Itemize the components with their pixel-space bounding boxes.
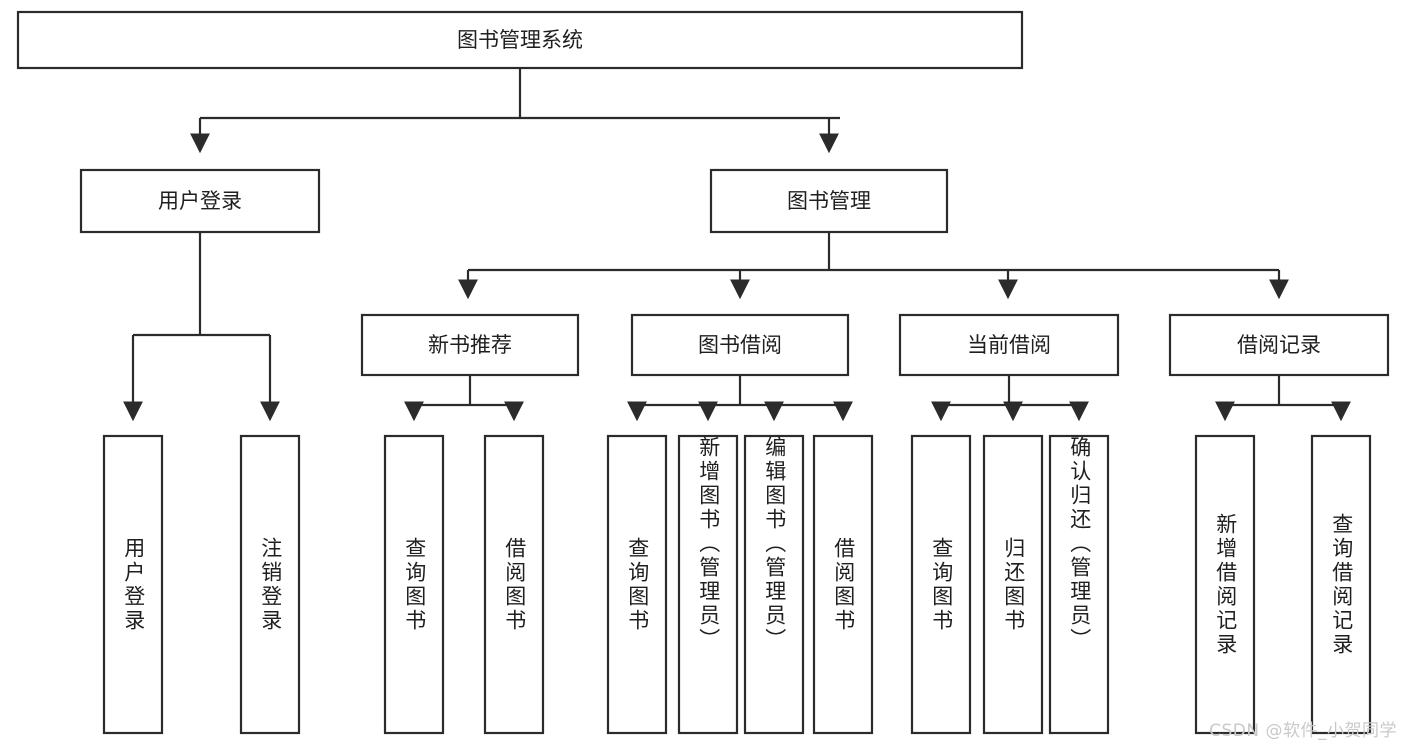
leaf-box-query-book-recommend[interactable] — [383, 434, 445, 735]
node-new-book-recommend-label: 新书推荐 — [428, 333, 512, 357]
connector-book-borrow-to-leaves — [627, 375, 853, 422]
connector-current-borrow-to-leaves — [931, 375, 1089, 422]
node-borrow-record-label: 借阅记录 — [1237, 333, 1321, 357]
node-book-borrow-label: 图书借阅 — [698, 333, 782, 357]
leaf-box-user-login[interactable] — [102, 434, 164, 735]
connector-user-login-to-leaves — [123, 232, 280, 422]
leaf-box-query-borrow-record[interactable] — [1310, 434, 1372, 735]
leaf-box-add-borrow-record[interactable] — [1194, 434, 1256, 735]
leaf-box-logout-login[interactable] — [239, 434, 301, 735]
node-current-borrow-label: 当前借阅 — [967, 333, 1051, 357]
watermark-text: CSDN @软件_小贺同学 — [1209, 721, 1397, 741]
leaf-box-return-book[interactable] — [982, 434, 1044, 735]
leaf-box-confirm-return-admin[interactable] — [1048, 434, 1110, 735]
node-book-management[interactable]: 图书管理 — [709, 168, 949, 234]
node-book-management-label: 图书管理 — [787, 189, 871, 213]
node-root-system[interactable]: 图书管理系统 — [16, 10, 1024, 70]
leaf-box-borrow-book[interactable] — [812, 434, 874, 735]
node-root-system-label: 图书管理系统 — [457, 28, 583, 52]
connector-book-mgmt-to-level3 — [458, 232, 1289, 300]
leaf-box-add-book-admin[interactable] — [677, 434, 739, 735]
node-current-borrow[interactable]: 当前借阅 — [898, 313, 1120, 377]
node-new-book-recommend[interactable]: 新书推荐 — [360, 313, 580, 377]
leaf-boxes — [102, 434, 1372, 735]
leaf-box-edit-book-admin[interactable] — [743, 434, 805, 735]
connector-root-to-level2 — [190, 68, 840, 154]
leaf-box-query-book-borrow[interactable] — [606, 434, 668, 735]
leaf-box-query-book-current[interactable] — [910, 434, 972, 735]
node-borrow-record[interactable]: 借阅记录 — [1168, 313, 1390, 377]
leaf-box-borrow-book-recommend[interactable] — [483, 434, 545, 735]
connector-new-book-recommend-to-leaves — [404, 375, 524, 422]
connector-borrow-record-to-leaves — [1215, 375, 1351, 422]
node-user-login[interactable]: 用户登录 — [79, 168, 321, 234]
node-user-login-label: 用户登录 — [158, 189, 242, 213]
node-book-borrow[interactable]: 图书借阅 — [630, 313, 850, 377]
